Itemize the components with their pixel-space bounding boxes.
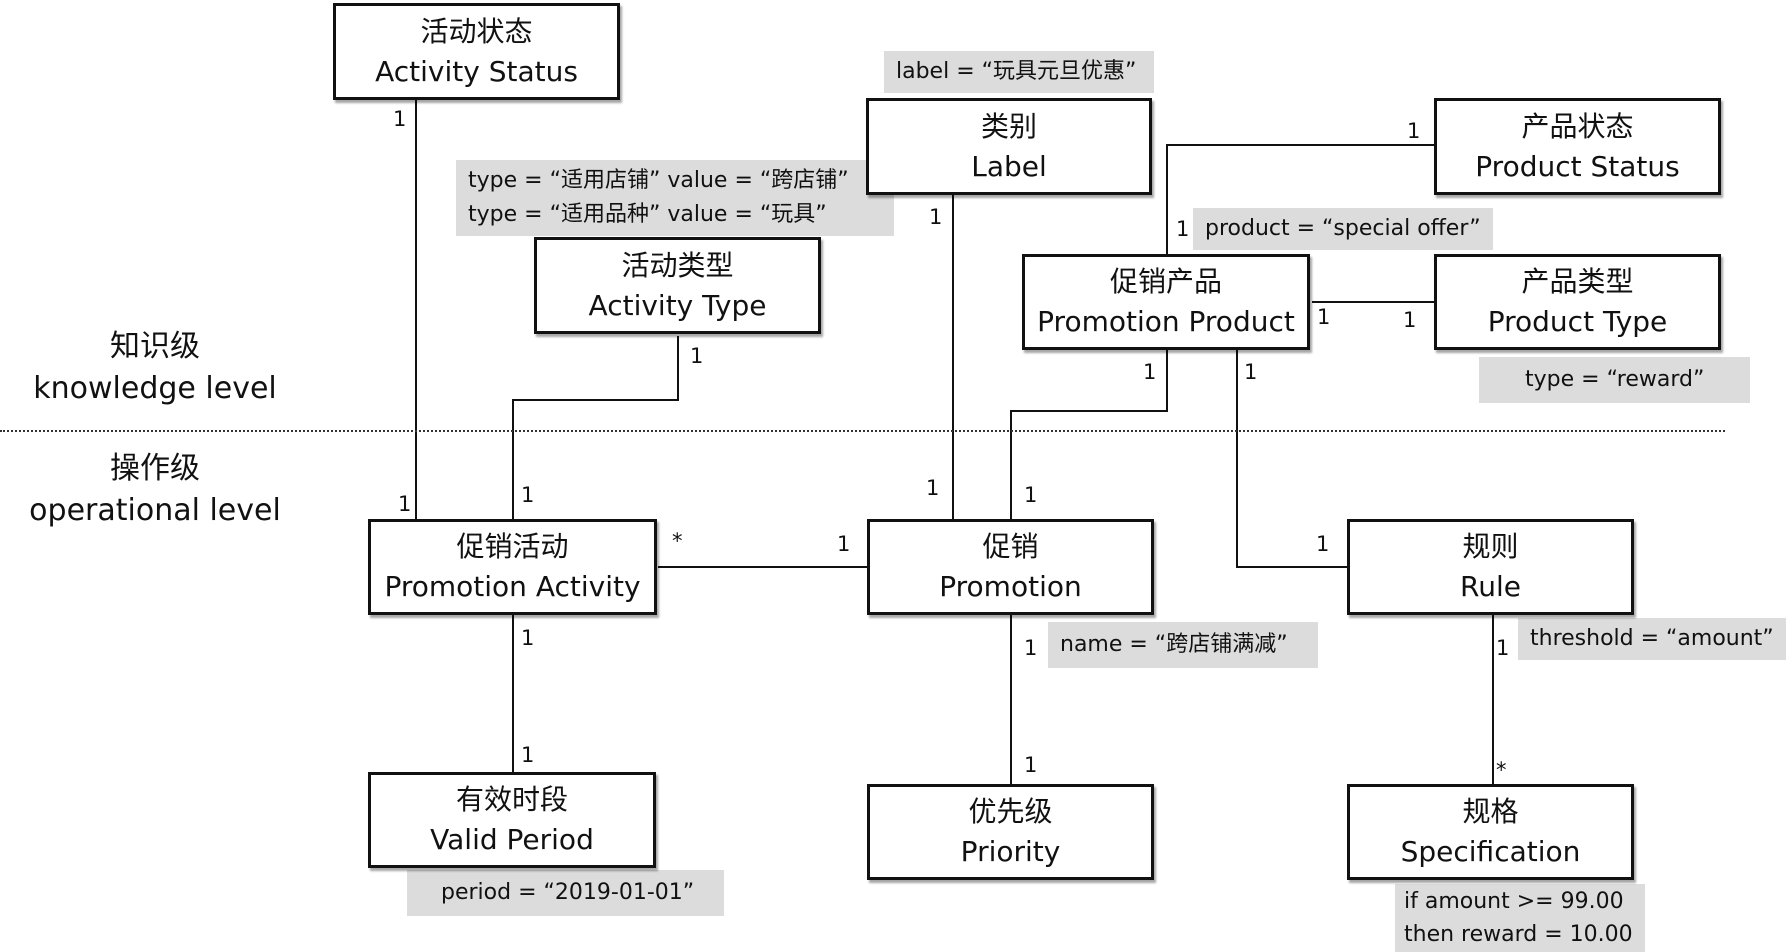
knowledge-level-en: knowledge level <box>33 371 277 406</box>
level-divider <box>0 430 1725 432</box>
label-cn: 类别 <box>980 109 1037 143</box>
mult-rule-spec-bottom: * <box>1496 758 1507 782</box>
activity-status-cn: 活动状态 <box>420 14 533 48</box>
note-specification: if amount >= 99.00 then reward = 10.00 <box>1395 884 1645 952</box>
edge-promotion-product-to-rule <box>1236 350 1349 568</box>
edge-promotion-product-to-product-status <box>1166 144 1436 254</box>
mult-pp-rule-right: 1 <box>1316 532 1330 556</box>
mult-promo-priority-bottom: 1 <box>1024 753 1038 777</box>
mult-pa-promo-left: * <box>672 529 683 553</box>
mult-rule-spec-top: 1 <box>1496 636 1510 660</box>
note-product-type: type = “reward” <box>1479 357 1750 403</box>
note-promotion-line-1: name = “跨店铺满减” <box>1060 632 1288 657</box>
note-promotion-product: product = “special offer” <box>1193 208 1493 250</box>
operational-level-cn: 操作级 <box>110 451 200 486</box>
note-promotion-product-line-1: product = “special offer” <box>1205 216 1481 241</box>
operational-level-en: operational level <box>29 493 281 528</box>
specification-en: Specification <box>1400 835 1581 868</box>
knowledge-level-caption: 知识级 knowledge level <box>20 326 290 410</box>
note-label-line-1: label = “玩具元旦优惠” <box>896 59 1137 84</box>
activity-type-box: 活动类型 Activity Type <box>534 237 821 334</box>
mult-pp-pt-left: 1 <box>1317 305 1331 329</box>
mult-pp-promo-top: 1 <box>1143 360 1157 384</box>
note-specification-line-1: if amount >= 99.00 <box>1404 889 1624 914</box>
mult-product-status-pp: 1 <box>1176 217 1190 241</box>
note-specification-line-2: then reward = 10.00 <box>1404 922 1633 947</box>
note-promotion: name = “跨店铺满减” <box>1048 622 1318 668</box>
edge-activity-type-to-promotion-activity <box>512 336 679 520</box>
mult-pp-pt-right: 1 <box>1403 308 1417 332</box>
activity-type-cn: 活动类型 <box>621 248 734 282</box>
product-type-box: 产品类型 Product Type <box>1434 254 1721 350</box>
mult-activity-status-bottom: 1 <box>398 492 412 516</box>
activity-type-en: Activity Type <box>588 288 767 322</box>
priority-en: Priority <box>960 835 1061 868</box>
operational-level-caption: 操作级 operational level <box>20 448 290 532</box>
product-type-en: Product Type <box>1487 305 1668 338</box>
mult-pp-promo-bottom: 1 <box>1024 483 1038 507</box>
note-activity-type-line-2: type = “适用品种” value = “玩具” <box>468 202 827 227</box>
product-status-box: 产品状态 Product Status <box>1434 98 1721 195</box>
note-label: label = “玩具元旦优惠” <box>884 51 1154 93</box>
valid-period-box: 有效时段 Valid Period <box>368 772 656 868</box>
product-status-en: Product Status <box>1475 149 1680 183</box>
mult-activity-status-top: 1 <box>393 107 407 131</box>
edge-promotion-product-to-promotion <box>1010 350 1168 520</box>
product-type-cn: 产品类型 <box>1521 265 1634 298</box>
mult-pa-vp-bottom: 1 <box>521 743 535 767</box>
valid-period-en: Valid Period <box>430 823 594 856</box>
promotion-product-box: 促销产品 Promotion Product <box>1022 254 1310 350</box>
product-status-cn: 产品状态 <box>1521 109 1634 143</box>
rule-box: 规则 Rule <box>1347 519 1634 615</box>
note-activity-type-line-1: type = “适用店铺” value = “跨店铺” <box>468 168 849 193</box>
label-en: Label <box>971 149 1047 183</box>
note-valid-period-line-1: period = “2019-01-01” <box>441 880 695 905</box>
valid-period-cn: 有效时段 <box>455 783 568 816</box>
priority-cn: 优先级 <box>968 795 1053 828</box>
promotion-product-cn: 促销产品 <box>1109 265 1222 298</box>
promotion-en: Promotion <box>939 570 1082 603</box>
priority-box: 优先级 Priority <box>867 784 1154 880</box>
promotion-box: 促销 Promotion <box>867 519 1154 615</box>
mult-product-status-ps: 1 <box>1407 119 1421 143</box>
mult-pp-rule-top: 1 <box>1244 360 1258 384</box>
note-activity-type: type = “适用店铺” value = “跨店铺” type = “适用品种… <box>456 160 894 236</box>
specification-cn: 规格 <box>1462 795 1519 828</box>
knowledge-level-cn: 知识级 <box>110 329 200 364</box>
rule-en: Rule <box>1460 570 1521 603</box>
activity-status-box: 活动状态 Activity Status <box>333 3 620 100</box>
note-rule-line-1: threshold = “amount” <box>1530 626 1774 651</box>
specification-box: 规格 Specification <box>1347 784 1634 880</box>
rule-cn: 规则 <box>1462 530 1519 563</box>
promotion-activity-cn: 促销活动 <box>456 530 569 563</box>
mult-pa-promo-right: 1 <box>837 532 851 556</box>
mult-pa-vp-top: 1 <box>521 626 535 650</box>
mult-label-top: 1 <box>929 205 943 229</box>
activity-status-en: Activity Status <box>375 54 578 88</box>
note-valid-period: period = “2019-01-01” <box>407 870 724 916</box>
mult-promo-priority-top: 1 <box>1024 636 1038 660</box>
promotion-activity-box: 促销活动 Promotion Activity <box>368 519 657 615</box>
mult-activity-type-bottom: 1 <box>521 483 535 507</box>
label-box: 类别 Label <box>866 98 1152 195</box>
mult-label-bottom: 1 <box>926 476 940 500</box>
promotion-product-en: Promotion Product <box>1037 305 1295 338</box>
mult-activity-type-top: 1 <box>690 344 704 368</box>
promotion-cn: 促销 <box>982 530 1039 563</box>
note-product-type-line-1: type = “reward” <box>1525 367 1705 392</box>
promotion-activity-en: Promotion Activity <box>384 570 641 603</box>
note-rule: threshold = “amount” <box>1518 618 1786 660</box>
